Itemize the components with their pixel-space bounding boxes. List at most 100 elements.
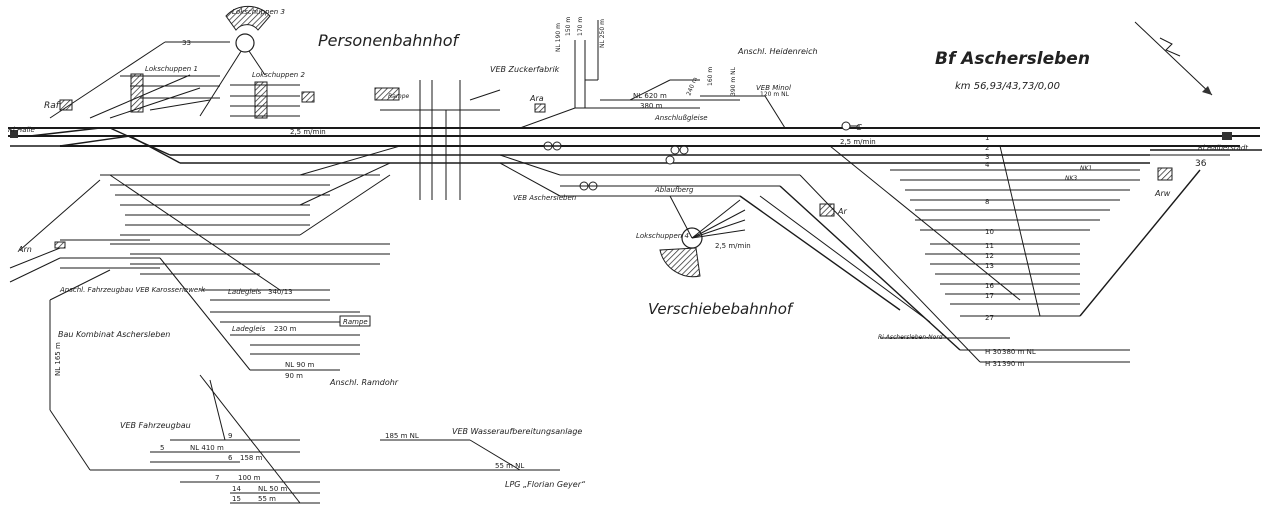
building-rampe [374,87,400,101]
label-speed-1: 2,5 m/min [290,128,326,136]
label-minol: VEB Minol [756,84,791,92]
label-h30: H 30 [985,348,1001,356]
label-9: 9 [228,432,232,440]
label-rampe: Rampe [343,318,368,326]
label-ablaufberg: Ablaufberg [654,186,694,194]
svg-text:8: 8 [985,198,989,206]
label-shed-3: Lokschuppen 3 [232,8,285,16]
loco-shed-2 [254,81,268,119]
signal-g: G [856,123,862,132]
label-nl190: NL 190 m [555,23,562,52]
passenger-yard-sidings [9,145,401,371]
svg-text:11: 11 [985,242,994,250]
label-heidenreich: Anschl. Heidenreich [737,47,818,56]
label-zuckerfabrik: VEB Zuckerfabrik [490,65,560,74]
label-170: 170 m [577,17,584,36]
building-raf [59,99,73,111]
label-veb-aschersleben: VEB Aschersleben [513,194,576,202]
shunting-yard-title: Verschiebebahnhof [648,300,795,318]
label-240: 240 m [685,76,699,97]
station-km: km 56,93/43,73/0,00 [955,81,1060,92]
label-ladegleis-2: Ladegleis [232,325,266,333]
label-rampe-2: Rampe [388,93,409,100]
svg-text:16: 16 [985,282,994,290]
label-ramdohr: Anschl. Ramdohr [329,378,399,387]
signal-ara: Ara [529,94,544,103]
label-wasser: VEB Wasseraufbereitungsanlage [452,427,582,436]
svg-text:3: 3 [985,153,989,161]
label-55: 55 m NL [495,462,524,470]
label-390: 390 m NL [730,66,737,96]
ramp-box [339,315,371,327]
label-h31: H 31 [985,360,1001,368]
label-160: 160 m [707,67,714,86]
label-speed-2: 2,5 m/min [715,242,751,250]
classification-tracks [880,145,1230,317]
label-100: 100 m [238,474,261,482]
zuckerfabrik-spur [519,20,786,129]
station-title: Bf Aschersleben [935,49,1090,69]
left-throat [10,127,181,164]
label-ladegleis: Ladegleis [228,288,262,296]
label-fahrzeugbau-kw: Anschl. Fahrzeugbau VEB Karosseriewerk [59,286,206,294]
svg-text:10: 10 [985,228,994,236]
label-nl620: NL 620 m [633,92,667,100]
label-nl165: NL 165 m [54,342,62,376]
label-150: 150 m [565,17,572,36]
label-nl50: NL 50 m [258,485,287,493]
label-shed-4: Lokschuppen 4 [636,232,689,240]
label-nl250: NL 250 m [599,19,606,48]
label-5: 5 [160,444,164,452]
signal-nk1: NK1 [1080,165,1092,172]
signal-ar: Ar [837,207,847,216]
signal-arw: Arw [1154,189,1171,198]
label-shed-2: Lokschuppen 2 [252,71,305,79]
north-arrow-icon [1134,21,1213,96]
turntable-1-icon [225,5,271,53]
signals-main [10,103,1232,217]
svg-text:17: 17 [985,292,994,300]
label-ladegleis2-len: 230 m [274,325,297,333]
building-arn [54,241,66,249]
label-120: 120 m NL [760,91,790,98]
south-industrial-sidings [49,269,560,504]
label-h30len: 380 m NL [1002,348,1036,356]
label-7: 7 [215,474,219,482]
loco-shed-1 [130,73,144,113]
label-anschlussgleise: Anschlußgleise [654,114,708,122]
label-bau-kombinat: Bau Kombinat Aschersleben [58,330,170,339]
label-33: 33 [182,39,191,47]
label-185: 185 m NL [385,432,419,440]
label-ri-halberstadt: Ri Halberstadt [1198,144,1248,152]
label-fahrzeugbau: VEB Fahrzeugbau [120,421,191,430]
loco-depot-tracks [49,41,300,119]
label-15: 15 [232,495,241,503]
label-6: 6 [228,454,233,462]
label-h31len: 390 m [1002,360,1025,368]
signal-raf: Raf [44,101,61,111]
central-crossing [380,80,501,200]
label-380: 380 m [640,102,663,110]
svg-text:12: 12 [985,252,994,260]
label-ladegleis-len: 340/13 [268,288,293,296]
label-l90: 90 m [285,372,303,380]
svg-text:4: 4 [985,161,990,169]
label-shed-1: Lokschuppen 1 [145,65,198,73]
label-410: NL 410 m [190,444,224,452]
label-158: 158 m [240,454,263,462]
building-eig [301,91,315,103]
svg-text:13: 13 [985,262,994,270]
signal-arn: Arn [17,245,32,254]
label-lpg: LPG „Florian Geyer“ [505,480,586,489]
label-ri-halle: Ri Halle [8,126,35,134]
svg-text:1: 1 [985,134,989,142]
turntable-4-icon [659,195,746,278]
signal-nk3: NK3 [1065,175,1077,182]
label-55b: 55 m [258,495,276,503]
svg-text:2: 2 [985,144,989,152]
label-nl90: NL 90 m [285,361,314,369]
label-14: 14 [232,485,241,493]
track-numbers-right: 1 2 3 4 8 10 11 12 13 16 17 27 [985,134,994,322]
